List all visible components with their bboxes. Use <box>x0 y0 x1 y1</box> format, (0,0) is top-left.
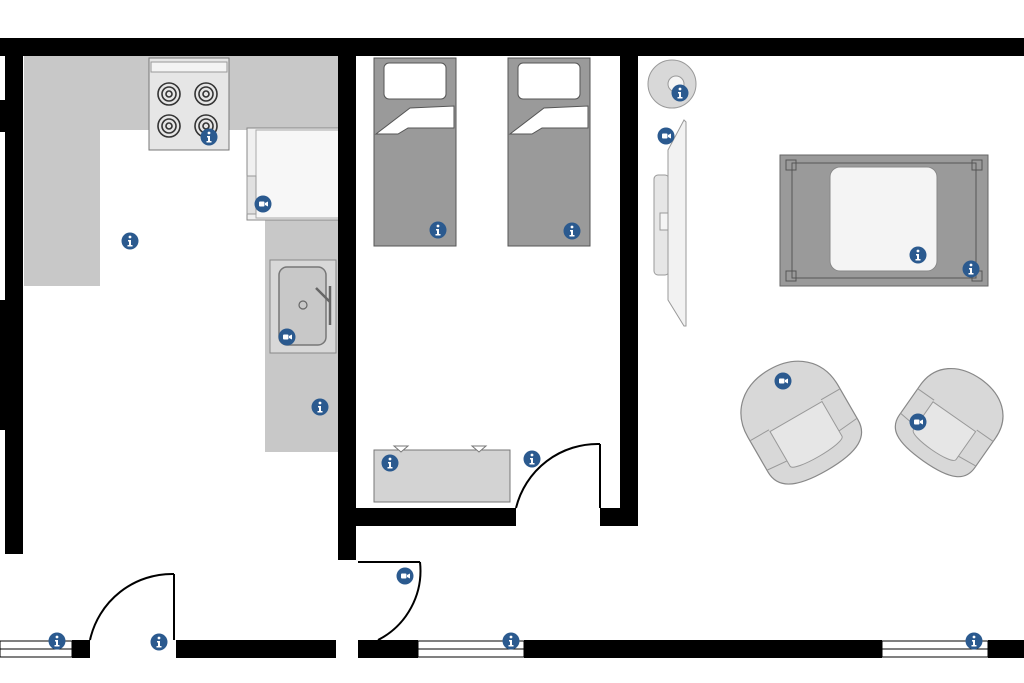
bed-left <box>373 57 457 247</box>
info-icon <box>318 401 322 405</box>
info-icon-stem <box>508 640 514 647</box>
info-icon <box>530 453 534 457</box>
bed-right <box>507 57 591 247</box>
info-icon <box>388 457 392 461</box>
hotspot-rug-corner[interactable] <box>962 260 980 278</box>
info-icon <box>570 225 574 229</box>
hotspot-fridge[interactable] <box>254 195 272 213</box>
info-icon-stem <box>968 268 974 275</box>
armchair-right <box>894 367 1004 478</box>
hotspot-bedroom-door[interactable] <box>523 450 541 468</box>
dresser <box>373 445 511 503</box>
camera-icon <box>401 573 407 579</box>
hotspot-rug[interactable] <box>909 246 927 264</box>
info-icon-stem <box>677 92 683 99</box>
camera-icon <box>914 419 920 425</box>
kitchen-sink <box>269 259 337 354</box>
hotspot-bed-right[interactable] <box>563 222 581 240</box>
hotspot-armchair-left[interactable] <box>774 372 792 390</box>
hotspot-dresser[interactable] <box>381 454 399 472</box>
hotspot-bed-left[interactable] <box>429 221 447 239</box>
info-icon <box>128 235 132 239</box>
hotspot-sink[interactable] <box>278 328 296 346</box>
info-icon-stem <box>971 640 977 647</box>
hotspot-hall-door[interactable] <box>396 567 414 585</box>
info-icon <box>969 263 973 267</box>
hotspot-window-right[interactable] <box>965 632 983 650</box>
info-icon-stem <box>317 406 323 413</box>
camera-icon-lens <box>407 573 410 579</box>
info-icon <box>55 635 59 639</box>
kitchen-counter-l <box>24 56 338 286</box>
info-icon-stem <box>569 230 575 237</box>
hotspot-tv-stand[interactable] <box>657 127 675 145</box>
info-icon <box>207 131 211 135</box>
info-icon-stem <box>127 240 133 247</box>
hotspot-layer <box>48 84 983 651</box>
camera-icon-lens <box>289 334 292 340</box>
hotspot-kitchen-floor[interactable] <box>121 232 139 250</box>
info-icon-stem <box>529 458 535 465</box>
hotspot-armchair-right[interactable] <box>909 413 927 431</box>
info-icon-stem <box>156 641 162 648</box>
info-icon-stem <box>915 254 921 261</box>
info-icon <box>972 635 976 639</box>
camera-icon-lens <box>265 201 268 207</box>
hotspot-lamp[interactable] <box>671 84 689 102</box>
camera-icon-lens <box>785 378 788 384</box>
info-icon <box>157 636 161 640</box>
info-icon <box>509 635 513 639</box>
info-icon-stem <box>206 136 212 143</box>
hotspot-stove[interactable] <box>200 128 218 146</box>
rug <box>779 154 989 287</box>
camera-icon <box>662 133 668 139</box>
info-icon-stem <box>54 640 60 647</box>
hotspot-counter[interactable] <box>311 398 329 416</box>
camera-icon-lens <box>920 419 923 425</box>
armchair-left <box>740 360 863 485</box>
camera-icon-lens <box>668 133 671 139</box>
camera-icon <box>259 201 265 207</box>
tv-stand <box>653 119 687 327</box>
floor-lamp <box>647 59 697 109</box>
info-icon <box>678 87 682 91</box>
walls <box>0 38 1024 658</box>
info-icon-stem <box>435 229 441 236</box>
camera-icon <box>283 334 289 340</box>
hotspot-window-middle[interactable] <box>502 632 520 650</box>
camera-icon <box>779 378 785 384</box>
info-icon-stem <box>387 462 393 469</box>
info-icon <box>916 249 920 253</box>
hotspot-window-left[interactable] <box>48 632 66 650</box>
info-icon <box>436 224 440 228</box>
doors <box>89 442 601 641</box>
hotspot-entry-door[interactable] <box>150 633 168 651</box>
